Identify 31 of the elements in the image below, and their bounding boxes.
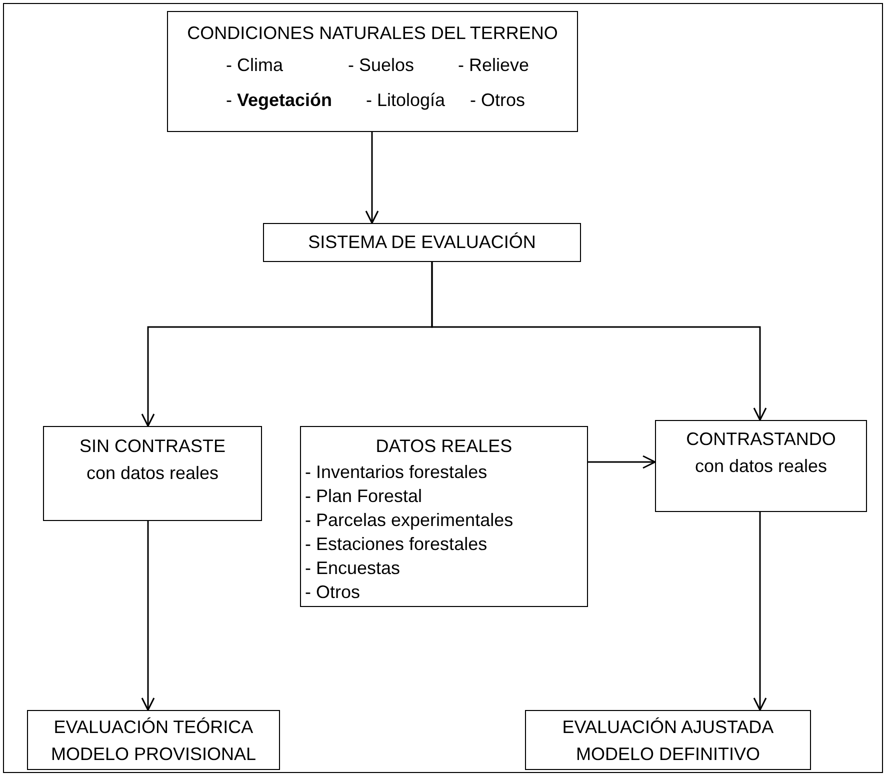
arrow xyxy=(588,455,656,469)
list-item: - Parcelas experimentales xyxy=(305,509,514,532)
list-item: - Plan Forestal xyxy=(305,485,422,508)
list-item: - Estaciones forestales xyxy=(305,533,488,556)
node-label: EVALUACIÓN AJUSTADA MODELO DEFINITIVO xyxy=(561,716,775,766)
node-heading: CONDICIONES NATURALES DEL TERRENO xyxy=(186,22,559,45)
arrow xyxy=(141,521,155,711)
list-item: - Encuestas xyxy=(305,557,400,580)
list-item: - Otros xyxy=(470,89,526,112)
process-box xyxy=(263,223,581,262)
process-box xyxy=(167,11,578,132)
list-item: - Vegetación xyxy=(226,89,332,112)
process-box xyxy=(300,426,588,607)
node-label: EVALUACIÓN TEÓRICA MODELO PROVISIONAL xyxy=(50,716,258,766)
node-label: SIN CONTRASTE con datos reales xyxy=(78,435,226,485)
process-box xyxy=(27,710,280,770)
node-heading: DATOS REALES xyxy=(374,435,514,458)
arrow xyxy=(365,132,379,224)
arrow xyxy=(431,262,767,421)
node-label: SISTEMA DE EVALUACIÓN xyxy=(307,231,537,254)
node-label: CONTRASTANDO con datos reales xyxy=(685,428,837,478)
list-item: - Relieve xyxy=(458,54,530,77)
process-box xyxy=(43,426,262,521)
process-box xyxy=(525,710,811,770)
list-item: - Otros xyxy=(305,581,360,604)
list-item: - Suelos xyxy=(348,54,414,77)
process-box xyxy=(655,420,867,512)
arrow xyxy=(753,512,767,711)
list-item: - Inventarios forestales xyxy=(305,461,488,484)
list-item: - Litología xyxy=(366,89,446,112)
list-item: - Clima xyxy=(226,54,283,77)
